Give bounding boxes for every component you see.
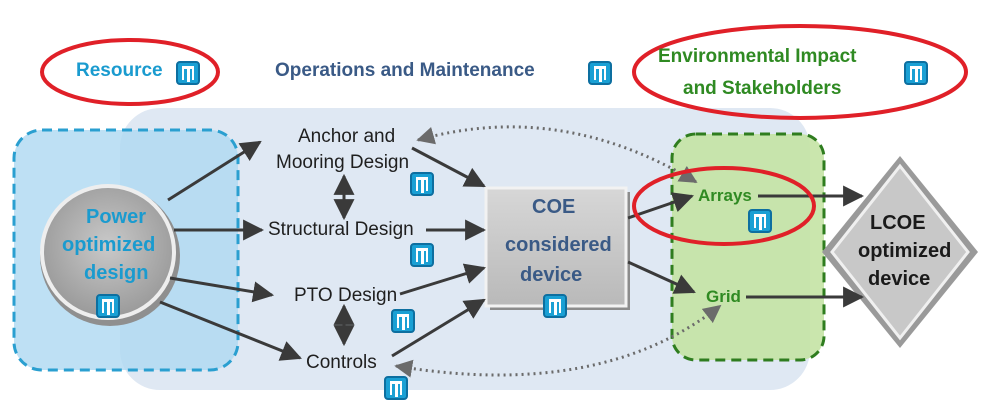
coe-label-line1: COE bbox=[532, 196, 576, 218]
sandia-icon-coe bbox=[543, 294, 567, 318]
anchor-mooring-line2: Mooring Design bbox=[276, 152, 410, 173]
arrow-coe-to-grid bbox=[627, 260, 696, 294]
arrow-power-to-pto bbox=[169, 276, 275, 303]
power-circle bbox=[40, 184, 176, 320]
arrow-power-to-controls bbox=[159, 300, 302, 361]
sandia-icon-resource bbox=[176, 61, 200, 85]
arrow-pto-to-coe bbox=[399, 263, 487, 296]
highlight-arrays bbox=[632, 166, 816, 246]
sandia-icon-operations bbox=[588, 61, 612, 85]
arrow-power-to-anchor bbox=[167, 140, 262, 202]
arrays-label: Arrays bbox=[698, 186, 752, 205]
operations-title: Operations and Maintenance bbox=[275, 60, 535, 81]
highlight-resource bbox=[40, 38, 220, 106]
environmental-region bbox=[670, 132, 826, 362]
sandia-icon-arrays bbox=[748, 209, 772, 233]
anchor-mooring-line1: Anchor and bbox=[298, 126, 396, 147]
sandia-icon-structural bbox=[410, 243, 434, 267]
environmental-title-line2: and Stakeholders bbox=[683, 78, 842, 99]
pto-design-label: PTO Design bbox=[294, 285, 398, 306]
coe-label-line2: considered bbox=[505, 234, 612, 256]
controls-label: Controls bbox=[306, 352, 377, 373]
sandia-icon-power bbox=[96, 294, 120, 318]
power-label-line2: optimized bbox=[62, 234, 156, 256]
grid-label: Grid bbox=[706, 287, 741, 306]
sandia-icon-environmental bbox=[904, 61, 928, 85]
highlight-environmental bbox=[632, 24, 968, 120]
sandia-icon-pto bbox=[391, 309, 415, 333]
coe-box bbox=[484, 186, 628, 308]
dotted-arrow-mooring-arrays bbox=[416, 125, 698, 184]
lcoe-label-line2: optimized bbox=[858, 240, 952, 262]
sandia-icon-controls bbox=[384, 376, 408, 400]
power-label-line3: design bbox=[84, 262, 149, 284]
arrow-coe-to-arrays bbox=[627, 192, 694, 220]
lcoe-diamond bbox=[830, 163, 970, 341]
coe-label-line3: device bbox=[520, 264, 583, 286]
environmental-title-line1: Environmental Impact bbox=[658, 46, 857, 67]
resource-title: Resource bbox=[76, 60, 163, 81]
lcoe-label-line1: LCOE bbox=[870, 212, 926, 234]
sandia-icon-mooring bbox=[410, 172, 434, 196]
lcoe-label-line3: device bbox=[868, 268, 931, 290]
power-label-line1: Power bbox=[86, 206, 147, 228]
structural-design-label: Structural Design bbox=[268, 219, 414, 240]
